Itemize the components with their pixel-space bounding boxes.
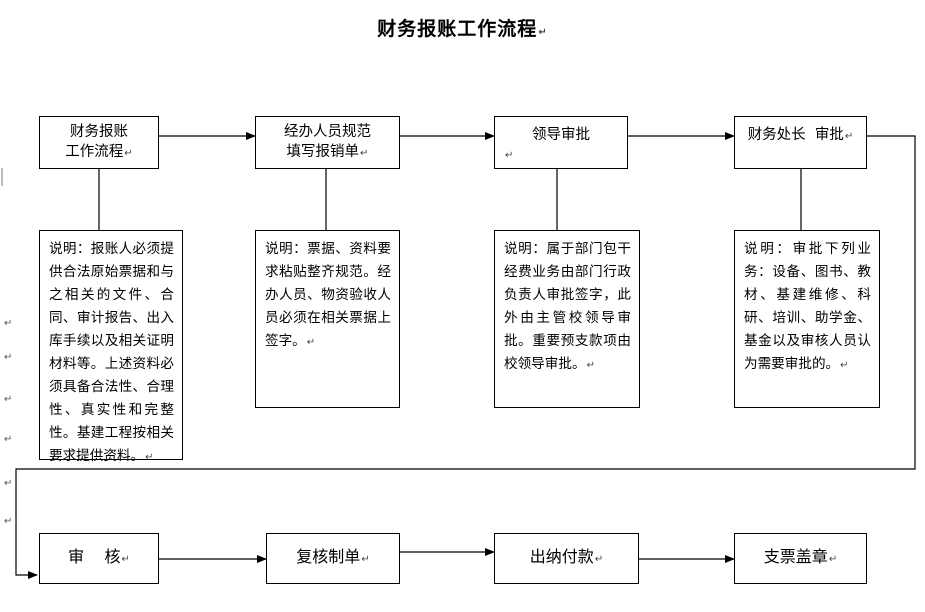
- margin-paragraph-mark: ↵: [4, 434, 13, 445]
- step-label-line: 财务处长 审批↵: [747, 127, 854, 143]
- note-document-requirements: 说明：票据、资料要求粘贴整齐规范。经办人员、物资验收人员必须在相关票据上签字。↵: [255, 230, 400, 408]
- step-label: 出纳付款↵: [529, 547, 604, 566]
- step-label: 支票盖章↵: [763, 547, 838, 566]
- margin-paragraph-mark: ↵: [4, 394, 13, 405]
- step-label-line: 填写报销单↵: [286, 143, 369, 160]
- margin-paragraph-mark: ↵: [4, 478, 13, 489]
- margin-paragraph-mark: ↵: [4, 318, 13, 329]
- step-fill-reimbursement-form: 经办人员规范 填写报销单↵: [255, 116, 400, 169]
- step-check-stamping: 支票盖章↵: [734, 533, 867, 584]
- note-leader-approval-scope: 说明：属于部门包干经费业务由部门行政负责人审批签字，此外由主管校领导审批。重要预…: [494, 230, 640, 408]
- step-finance-director-approval: 财务处长 审批↵: [734, 116, 867, 169]
- return-path: [15, 135, 916, 579]
- step-label: 审 核↵: [68, 547, 130, 566]
- step-label-line: 经办人员规范: [284, 123, 371, 140]
- note-reimbursement-requirements: 说明：报账人必须提供合法原始票据和与之相关的文件、合同、审计报告、出入库手续以及…: [39, 230, 183, 464]
- step-label-line: 财务报账: [70, 123, 128, 140]
- paragraph-mark: ↵: [505, 150, 514, 161]
- step-audit: 审 核↵: [39, 533, 159, 584]
- step-label: 复核制单↵: [296, 547, 370, 566]
- step-label-line: 工作流程↵: [65, 143, 133, 160]
- step-label-line: 领导审批: [532, 127, 590, 143]
- margin-paragraph-mark: ↵: [4, 352, 13, 363]
- step-financial-reimbursement: 财务报账 工作流程↵: [39, 116, 159, 169]
- step-leader-approval: 领导审批 ↵: [494, 116, 628, 169]
- page-title: 财务报账工作流程↵: [377, 18, 548, 40]
- margin-paragraph-mark: ↵: [4, 516, 13, 527]
- note-director-approval-scope: 说明：审批下列业务：设备、图书、教材、基建维修、科研、培训、助学金、基金以及审核…: [734, 230, 880, 408]
- step-cashier-payment: 出纳付款↵: [494, 533, 639, 584]
- step-review-voucher: 复核制单↵: [266, 533, 400, 584]
